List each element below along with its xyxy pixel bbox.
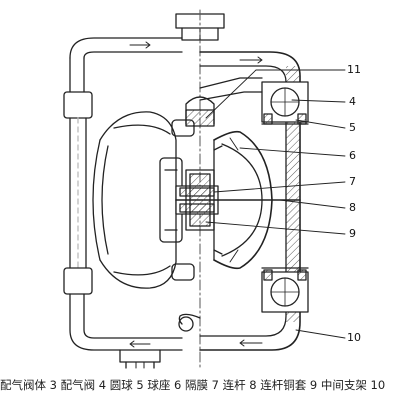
- right-diaphragm: [213, 130, 273, 270]
- callout-11: 11: [347, 63, 361, 76]
- air-valve-body: [185, 77, 263, 127]
- callout-8: 8: [349, 201, 356, 214]
- parts-legend-caption: 配气阀体 3 配气阀 4 圆球 5 球座 6 隔膜 7 连杆 8 连杆铜套 9 …: [0, 378, 386, 392]
- bottom-inlet: [119, 313, 201, 369]
- upper-check-valve: [261, 81, 309, 125]
- left-manifold: [63, 37, 183, 351]
- callout-4: 4: [349, 95, 356, 108]
- lower-check-valve: [261, 267, 309, 313]
- callout-7: 7: [349, 175, 356, 188]
- right-housing-section: [199, 51, 301, 351]
- callout-6: 6: [349, 149, 356, 162]
- callout-5: 5: [349, 121, 356, 134]
- callout-9: 9: [349, 227, 356, 240]
- callout-10: 10: [347, 331, 361, 344]
- connecting-rod: [175, 169, 301, 231]
- leader-lines: [205, 69, 346, 339]
